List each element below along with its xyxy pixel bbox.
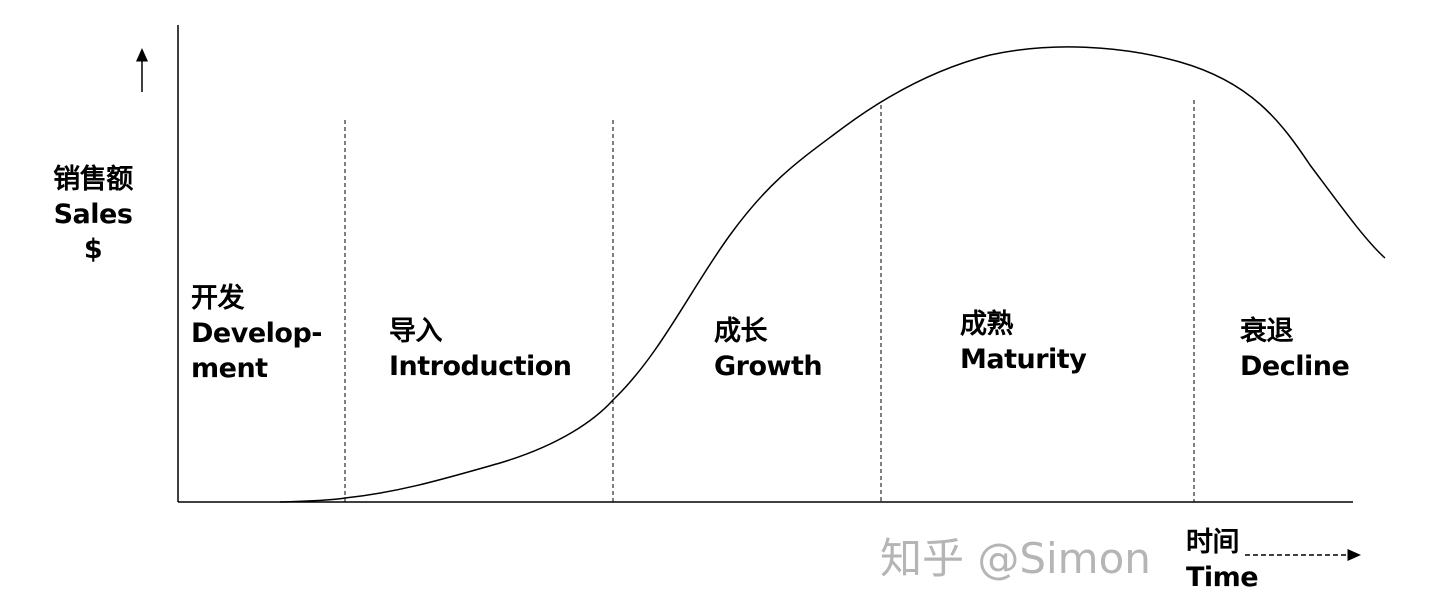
stage-growth: 成长 Growth [714,314,823,384]
stage-development: 开发 Develop- ment [191,281,322,386]
stage-cn: 成长 [714,316,768,347]
stage-cn: 导入 [389,316,442,347]
y-label-en: Sales [53,199,133,230]
stage-en: Introduction [389,351,572,382]
stage-en: Develop- [191,318,322,349]
x-label-en: Time [1186,562,1259,593]
x-axis-label: 时间 Time [1186,525,1259,595]
stage-en: ment [191,353,268,384]
stage-en: Growth [714,351,823,382]
stage-maturity: 成熟 Maturity [960,307,1087,377]
stage-en: Decline [1240,351,1350,382]
y-label-unit: $ [83,234,103,265]
stage-cn: 衰退 [1240,316,1294,347]
stage-en: Maturity [960,344,1087,375]
stage-cn: 开发 [191,283,244,314]
watermark: 知乎 @Simon [880,534,1151,583]
stage-cn: 成熟 [960,309,1014,340]
y-label-cn: 销售额 [53,164,133,195]
stage-decline: 衰退 Decline [1240,314,1350,384]
sales-curve [279,46,1386,503]
y-axis-label: 销售额 Sales $ [40,162,146,267]
stage-introduction: 导入 Introduction [389,314,572,384]
x-label-cn: 时间 [1186,527,1240,558]
